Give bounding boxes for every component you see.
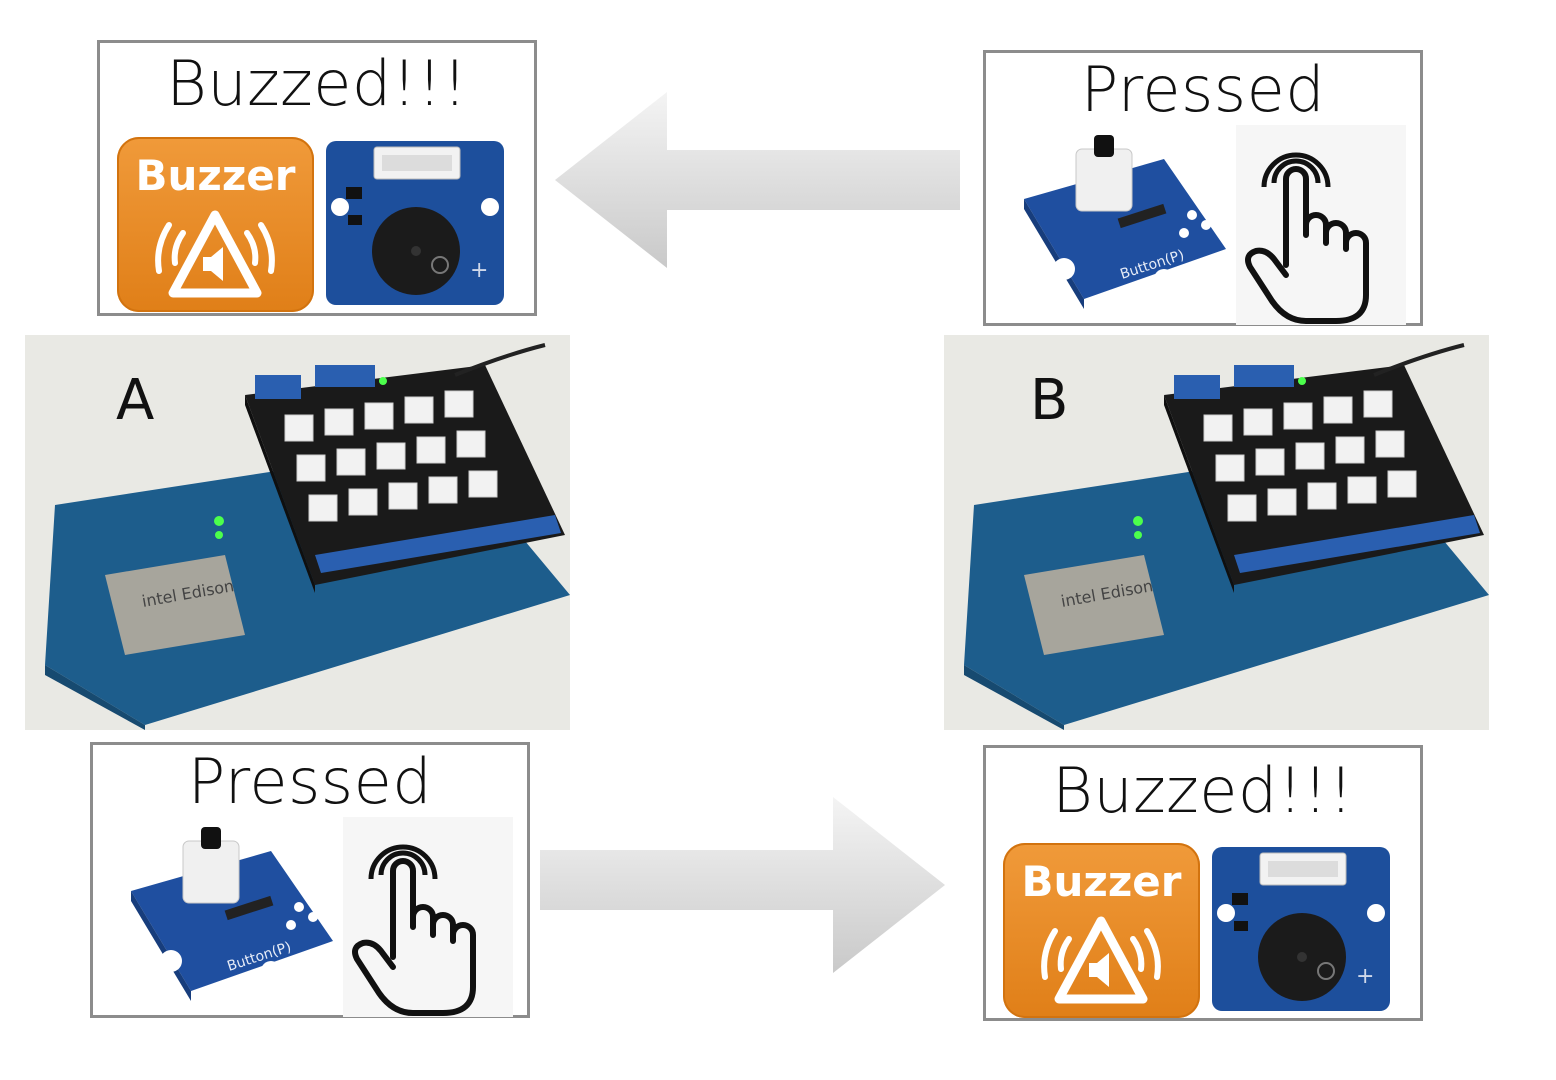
speaker-warning-icon [1041,916,1161,1004]
panel-pressed-bottom: Pressed Button(P) [90,742,530,1018]
panel-title: Pressed [1080,53,1326,126]
board-label-b: B [1030,368,1069,433]
hand-press-icon [1236,125,1406,325]
button-module-icon: Button(P) [1024,135,1226,309]
buzzer-module-icon: + [326,141,504,305]
board-label-a: A [116,368,155,433]
panel-buzzed-bottom: Buzzed!!! Buzzer + [983,745,1423,1021]
buzzer-tile: Buzzer [117,137,314,312]
panel-title: Buzzed!!! [166,47,468,120]
arrow-right-icon [540,797,945,973]
svg-text:+: + [470,258,488,283]
buzzer-tile: Buzzer [1003,843,1200,1018]
panel-title: Buzzed!!! [1052,754,1354,827]
panel-title: Pressed [187,745,433,818]
intel-edison-board-a-icon: intel Edison [25,335,570,730]
arrow-left-icon [555,92,960,268]
buzzer-tile-label: Buzzer [1021,857,1182,906]
intel-edison-board-b-icon: intel Edison [944,335,1489,730]
button-module-icon: Button(P) [131,827,333,1001]
hand-press-icon [343,817,513,1017]
panel-buzzed-top: Buzzed!!! Buzzer + [97,40,537,316]
buzzer-tile-label: Buzzer [135,151,296,200]
buzzer-module-icon: + [1212,847,1390,1011]
panel-pressed-top: Pressed Button(P) [983,50,1423,326]
speaker-warning-icon [155,210,275,298]
svg-text:+: + [1356,964,1374,989]
